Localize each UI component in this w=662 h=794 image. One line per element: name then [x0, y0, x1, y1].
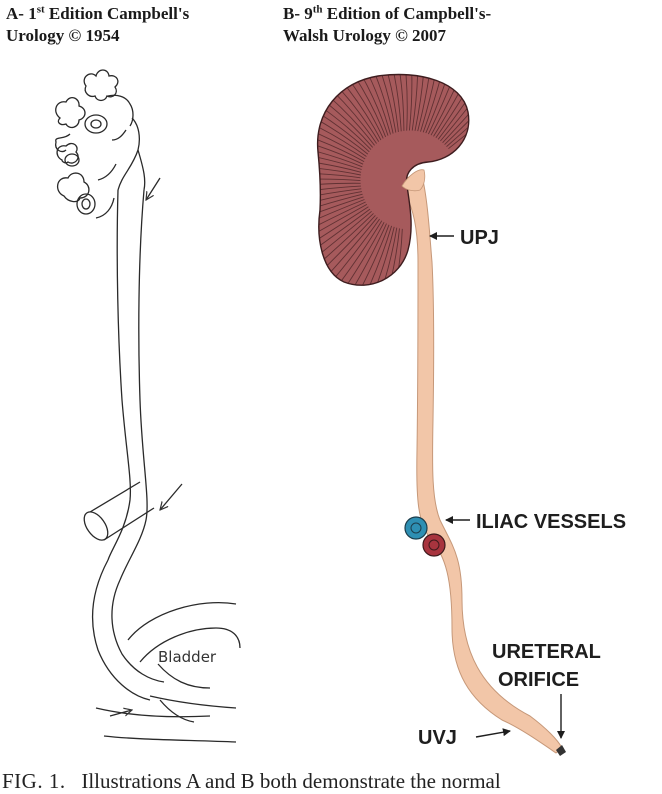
upj-label: UPJ [460, 227, 499, 249]
ureteral-orifice-mark [556, 745, 566, 756]
ureteral-orifice-label-1: URETERAL [492, 641, 601, 663]
panel-b-title-suffix: Edition of Campbell's- [322, 4, 492, 23]
uvj-arrow-sketch [109, 710, 132, 717]
panel-a-title-sup: st [36, 3, 45, 16]
panel-a-title-line2: Urology © 1954 [6, 26, 120, 45]
kidney-hatching [317, 74, 469, 286]
panel-b-title-line2: Walsh Urology © 2007 [283, 26, 447, 45]
uvj-arrow [475, 728, 511, 738]
ureteral-orifice-label-2: ORIFICE [498, 669, 579, 691]
bladder-label: Bladder [158, 648, 217, 666]
panel-a-title-suffix: Edition Campbell's [44, 4, 190, 23]
panel-a-drawing [55, 69, 241, 743]
ureter [397, 174, 563, 754]
panel-a-title: A- 1st Edition Campbell's Urology © 1954 [6, 3, 189, 47]
uvj-label: UVJ [418, 727, 457, 749]
kidney [316, 73, 470, 286]
panel-b-title-sup: th [312, 3, 323, 16]
panel-b-title: B- 9th Edition of Campbell's- Walsh Urol… [283, 3, 491, 47]
caption-fig: FIG. 1. [2, 769, 66, 793]
ureter-sketch [91, 117, 165, 701]
bladder-sketch [95, 601, 241, 743]
panel-b-title-prefix: B- 9 [283, 4, 313, 23]
calyces-sketch [55, 69, 134, 219]
iliac-vessel-sketch [83, 481, 155, 541]
iliac-arrow-sketch [160, 483, 183, 510]
iliac-vessels-label: ILIAC VESSELS [476, 511, 626, 533]
upj-arrow-sketch [146, 177, 161, 200]
figure-caption: FIG. 1. Illustrations A and B both demon… [2, 769, 501, 794]
panel-a-title-prefix: A- 1 [6, 4, 37, 23]
caption-text: Illustrations A and B both demonstrate t… [81, 769, 501, 793]
iliac-vessels [404, 516, 446, 557]
